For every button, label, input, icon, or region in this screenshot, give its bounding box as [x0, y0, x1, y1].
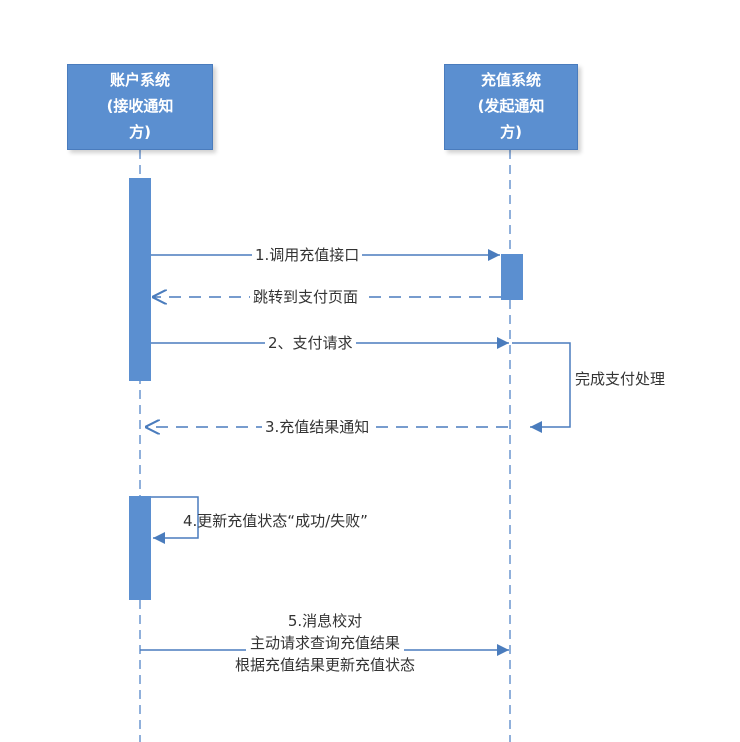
participant-recharge-line1: 充值系统	[480, 71, 541, 89]
message-m1-label: 1.调用充值接口	[252, 244, 363, 266]
participant-account: 账户系统 (接收通知 方)	[67, 64, 213, 150]
activation-recharge-1	[501, 254, 523, 300]
participant-account-line3: 方)	[129, 123, 151, 141]
message-m2-label: 2、支付请求	[265, 332, 356, 354]
activation-account-1	[129, 178, 151, 381]
message-m5-line2: 主动请求查询充值结果	[245, 632, 404, 654]
activation-account-2	[129, 496, 151, 600]
participant-recharge: 充值系统 (发起通知 方)	[444, 64, 578, 150]
message-m3-label: 3.充值结果通知	[262, 416, 373, 438]
arrow-m4	[151, 496, 199, 544]
participant-recharge-line2: (发起通知	[477, 97, 545, 115]
arrow-done	[512, 342, 571, 433]
participant-account-line2: (接收通知	[106, 97, 174, 115]
participant-recharge-line3: 方)	[500, 123, 522, 141]
message-done-label: 完成支付处理	[572, 368, 669, 390]
message-m5-line3: 根据充值结果更新充值状态	[234, 656, 415, 674]
message-m4-label: 4.更新充值状态“成功/失败”	[183, 512, 368, 530]
participant-account-line1: 账户系统	[109, 71, 170, 89]
message-m5-line1: 5.消息校对	[287, 612, 363, 630]
message-m5-block: 5.消息校对 主动请求查询充值结果 根据充值结果更新充值状态	[175, 610, 475, 676]
message-jump-label: 跳转到支付页面	[250, 286, 362, 308]
